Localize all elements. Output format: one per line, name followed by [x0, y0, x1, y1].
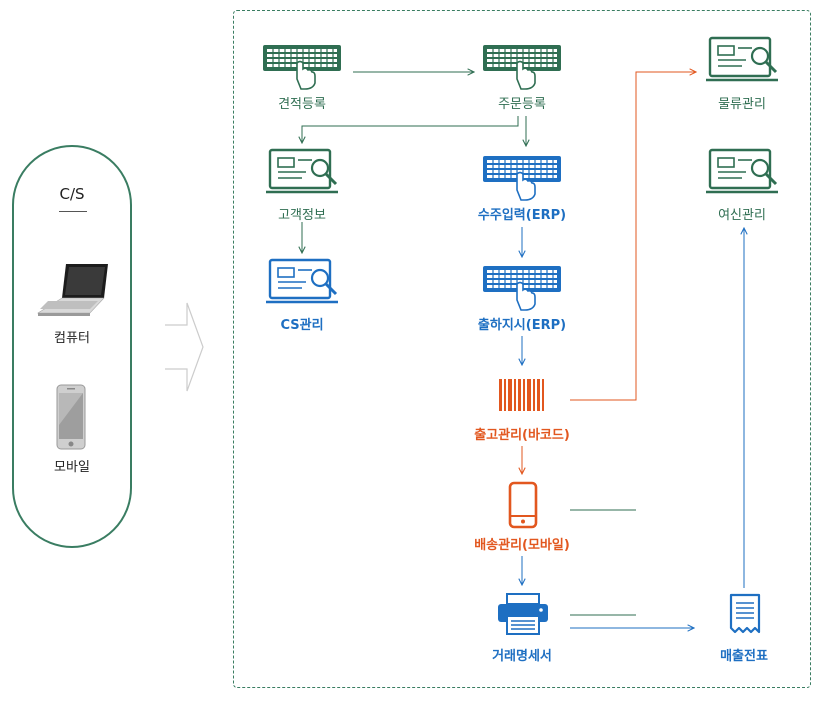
- node-label-sales-slip: 매출전표: [720, 649, 768, 664]
- node-label-order-entry-erp: 수주입력(ERP): [477, 208, 567, 223]
- node-label-customer-info: 고객정보: [278, 208, 326, 223]
- device-label-mobile: 모바일: [54, 460, 90, 475]
- node-label-shipping-instruction-erp: 출하지시(ERP): [477, 318, 567, 333]
- monitor-search-icon: [706, 148, 778, 194]
- monitor-search-icon: [266, 148, 338, 194]
- receipt-icon: [729, 593, 761, 634]
- process-frame: [233, 10, 811, 688]
- printer-icon: [498, 593, 548, 635]
- monitor-search-icon: [266, 258, 338, 304]
- keyboard-icon: [483, 45, 561, 90]
- node-label-credit-management: 여신관리: [718, 208, 766, 223]
- node-label-outbound-barcode: 출고관리(바코드): [474, 428, 570, 443]
- monitor-search-icon: [706, 36, 778, 82]
- node-label-delivery-mobile: 배송관리(모바일): [474, 538, 570, 553]
- keyboard-icon: [483, 266, 561, 311]
- mobile-phone-icon: [508, 481, 538, 529]
- node-label-order-register: 주문등록: [498, 97, 546, 112]
- cs-panel: [12, 145, 132, 548]
- cs-title: C/S: [59, 185, 85, 203]
- keyboard-icon: [483, 156, 561, 201]
- hollow-arrow-icon: [165, 302, 204, 392]
- keyboard-icon: [263, 45, 341, 90]
- node-label-logistics-management: 물류관리: [718, 97, 766, 112]
- device-label-computer: 컴퓨터: [54, 331, 90, 346]
- barcode-icon: [499, 379, 544, 411]
- node-label-estimate-register: 견적등록: [278, 97, 326, 112]
- node-label-transaction-statement: 거래명세서: [492, 649, 552, 664]
- node-label-cs-management: CS관리: [280, 318, 324, 333]
- smartphone-icon: [56, 384, 86, 450]
- cs-title-underline: [59, 211, 87, 212]
- laptop-icon: [36, 264, 108, 316]
- flow-connectors: [302, 72, 744, 628]
